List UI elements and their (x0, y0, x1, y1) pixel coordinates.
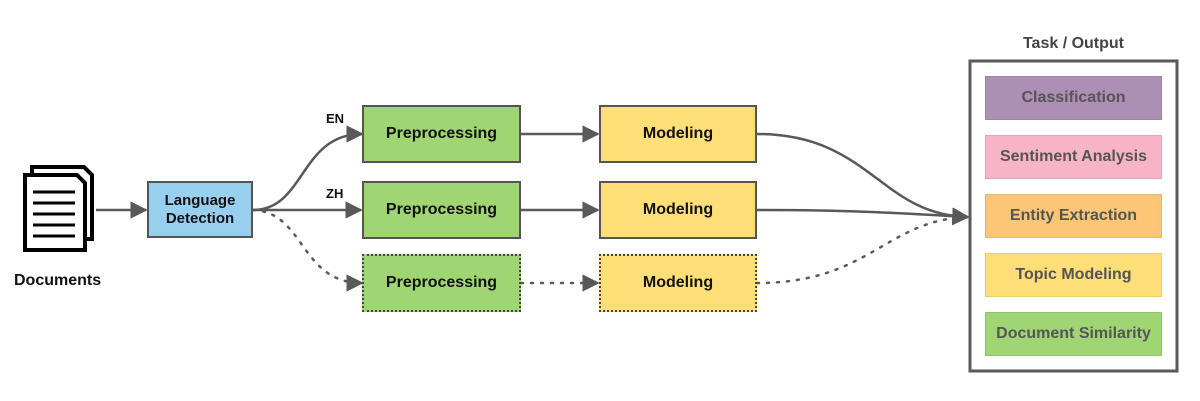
preprocessing-box-other: Preprocessing (362, 254, 521, 312)
task-sentiment-analysis: Sentiment Analysis (985, 135, 1162, 179)
output-title: Task / Output (1022, 35, 1125, 52)
documents-icon (23, 165, 94, 252)
modeling-box-other: Modeling (599, 254, 757, 312)
modeling-box-zh: Modeling (599, 181, 757, 239)
preprocessing-box-zh: Preprocessing (362, 181, 521, 239)
edge-detection-to-other (251, 208, 364, 292)
language-detection-box: Language Detection (147, 181, 253, 238)
edge-model-zh-to-output (756, 207, 970, 225)
documents-label: Documents (14, 272, 102, 289)
preprocessing-box-en: Preprocessing (362, 105, 521, 163)
edge-model-en-to-output (756, 132, 970, 226)
task-topic-modeling: Topic Modeling (985, 253, 1162, 297)
branch-label-zh: ZH (326, 186, 344, 201)
task-document-similarity: Document Similarity (985, 312, 1162, 356)
edge-detection-to-en (252, 125, 364, 212)
task-entity-extraction: Entity Extraction (985, 194, 1162, 238)
task-classification: Classification (985, 76, 1162, 120)
edge-model-other-to-output (755, 215, 970, 285)
modeling-box-en: Modeling (599, 105, 757, 163)
branch-label-en: EN (326, 111, 345, 126)
